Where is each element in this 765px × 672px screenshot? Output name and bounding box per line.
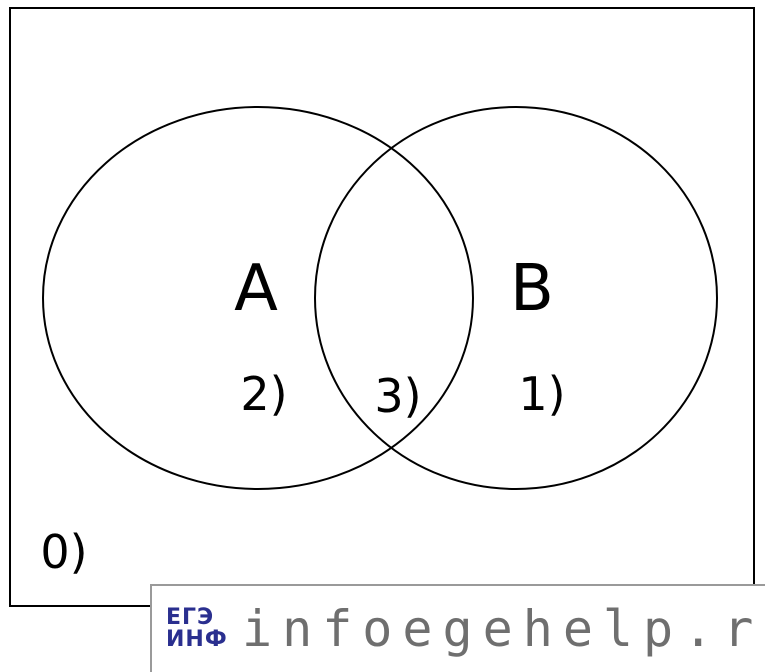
set-b-label: B xyxy=(510,252,554,326)
watermark-banner: ЕГЭ ИНФ infoegehelp.ru xyxy=(150,584,765,672)
set-a-label: A xyxy=(234,252,278,326)
region-outside-label: 0) xyxy=(40,525,87,579)
region-b-only-label: 1) xyxy=(518,367,565,421)
region-intersection-label: 3) xyxy=(374,369,421,423)
region-a-only-label: 2) xyxy=(240,367,287,421)
watermark-site-text: infoegehelp.ru xyxy=(242,600,765,658)
ege-logo-icon: ЕГЭ ИНФ xyxy=(166,599,228,659)
logo-bottom-text: ИНФ xyxy=(166,627,228,652)
set-a-circle xyxy=(42,106,474,490)
universe-rectangle xyxy=(9,7,755,607)
logo-top-text: ЕГЭ xyxy=(166,605,215,630)
set-b-circle xyxy=(314,106,718,490)
